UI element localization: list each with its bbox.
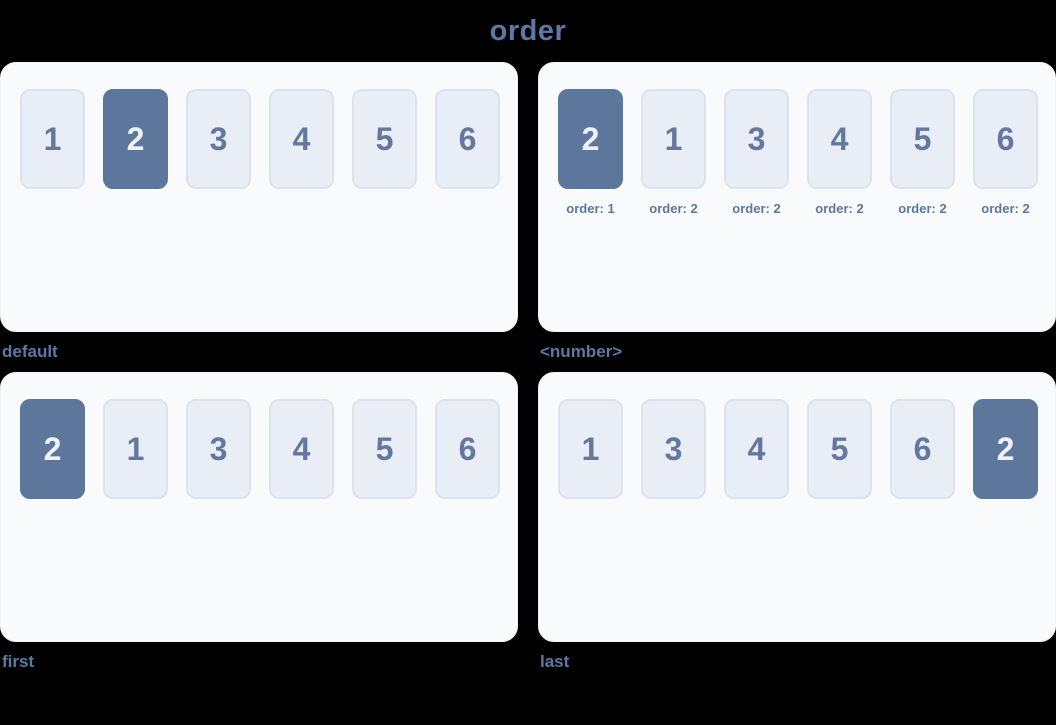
flex-item: 3 [186,399,251,499]
flex-item: 2 order: 1 [558,89,623,216]
order-value-label: order: 2 [649,201,698,216]
order-value-label: order: 2 [815,201,864,216]
flex-item: 4 order: 2 [807,89,872,216]
flex-item: 3 [186,89,251,189]
flex-item-box: 1 [20,89,85,189]
flex-item-box-highlighted: 2 [558,89,623,189]
flex-item: 2 [973,399,1038,499]
flex-item-box: 3 [724,89,789,189]
panel-caption-number: <number> [540,342,623,361]
flex-item: 1 [558,399,623,499]
flex-item: 5 [807,399,872,499]
flex-item: 3 [641,399,706,499]
order-value-label: order: 2 [732,201,781,216]
flex-item: 5 [352,89,417,189]
flex-item: 1 [20,89,85,189]
flex-item: 5 [352,399,417,499]
flex-item: 1 order: 2 [641,89,706,216]
flex-item: 6 [890,399,955,499]
panel-caption-last: last [540,652,570,671]
flex-item-box: 3 [641,399,706,499]
flex-item-box: 4 [269,399,334,499]
flex-item: 2 [103,89,168,189]
flex-item: 1 [103,399,168,499]
flex-item: 6 order: 2 [973,89,1038,216]
demo-panel-number: 2 order: 1 1 order: 2 3 order: 2 4 order: 2 5 ord… [538,62,1056,332]
page-title: order [489,14,567,47]
flex-item: 4 [269,399,334,499]
flex-item-box: 1 [103,399,168,499]
flex-item-box: 3 [186,399,251,499]
flex-item: 5 order: 2 [890,89,955,216]
flex-item: 6 [435,399,500,499]
flex-row: 2 order: 1 1 order: 2 3 order: 2 4 order: 2 5 ord… [558,89,1038,216]
flex-item-box: 1 [558,399,623,499]
panel-caption-first: first [2,652,35,671]
flex-item-box: 5 [352,89,417,189]
page-header: order [0,0,1056,62]
flex-item: 2 [20,399,85,499]
flex-item-box: 6 [973,89,1038,189]
flex-item-box-highlighted: 2 [20,399,85,499]
flex-item-box: 6 [435,89,500,189]
panel-caption-default: default [2,342,58,361]
flex-item-box: 4 [807,89,872,189]
flex-item-box: 6 [435,399,500,499]
order-value-label: order: 2 [898,201,947,216]
flex-item-box-highlighted: 2 [103,89,168,189]
flex-item: 4 [724,399,789,499]
flex-item: 4 [269,89,334,189]
flex-item-box: 3 [186,89,251,189]
flex-item-box: 5 [807,399,872,499]
flex-item: 6 [435,89,500,189]
flex-item-box: 4 [724,399,789,499]
order-value-label: order: 1 [566,201,615,216]
flex-item-box: 5 [890,89,955,189]
flex-item-box-highlighted: 2 [973,399,1038,499]
flex-item: 3 order: 2 [724,89,789,216]
example-cell-number: 2 order: 1 1 order: 2 3 order: 2 4 order: 2 5 ord… [538,62,1056,372]
flex-item-box: 6 [890,399,955,499]
flex-item-box: 5 [352,399,417,499]
order-value-label: order: 2 [981,201,1030,216]
flex-item-box: 4 [269,89,334,189]
flex-item-box: 1 [641,89,706,189]
